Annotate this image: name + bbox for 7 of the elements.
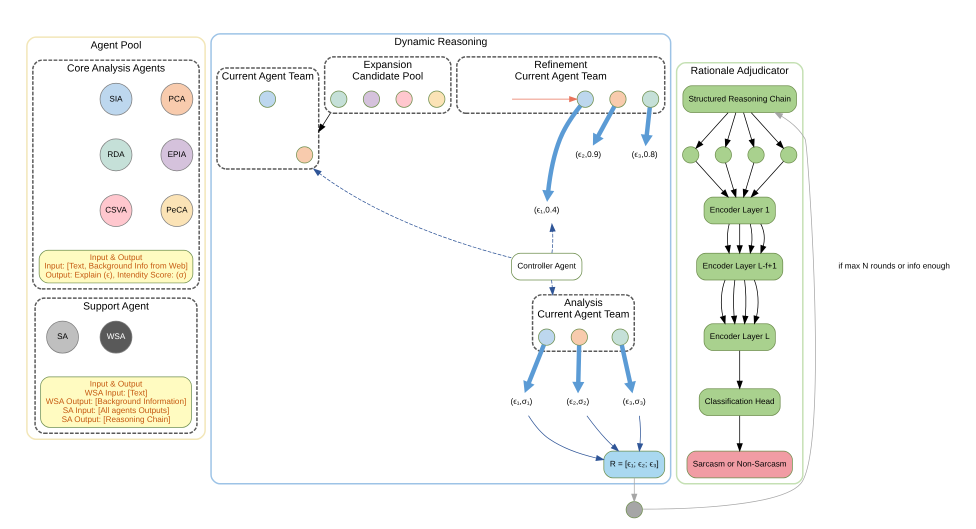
node-text: (ϵ₂,0.9): [575, 150, 602, 159]
node-text: (ϵ₃,σ₃): [622, 397, 646, 406]
label: if max N rounds or info enough: [838, 262, 950, 271]
node-text: (ϵ₂,σ₂): [566, 397, 590, 406]
node-text: (ϵ₁,0.4): [534, 206, 560, 215]
node-text: (ϵ₁,σ₁): [510, 397, 532, 406]
node-text: (ϵ₃,0.8): [632, 150, 658, 159]
